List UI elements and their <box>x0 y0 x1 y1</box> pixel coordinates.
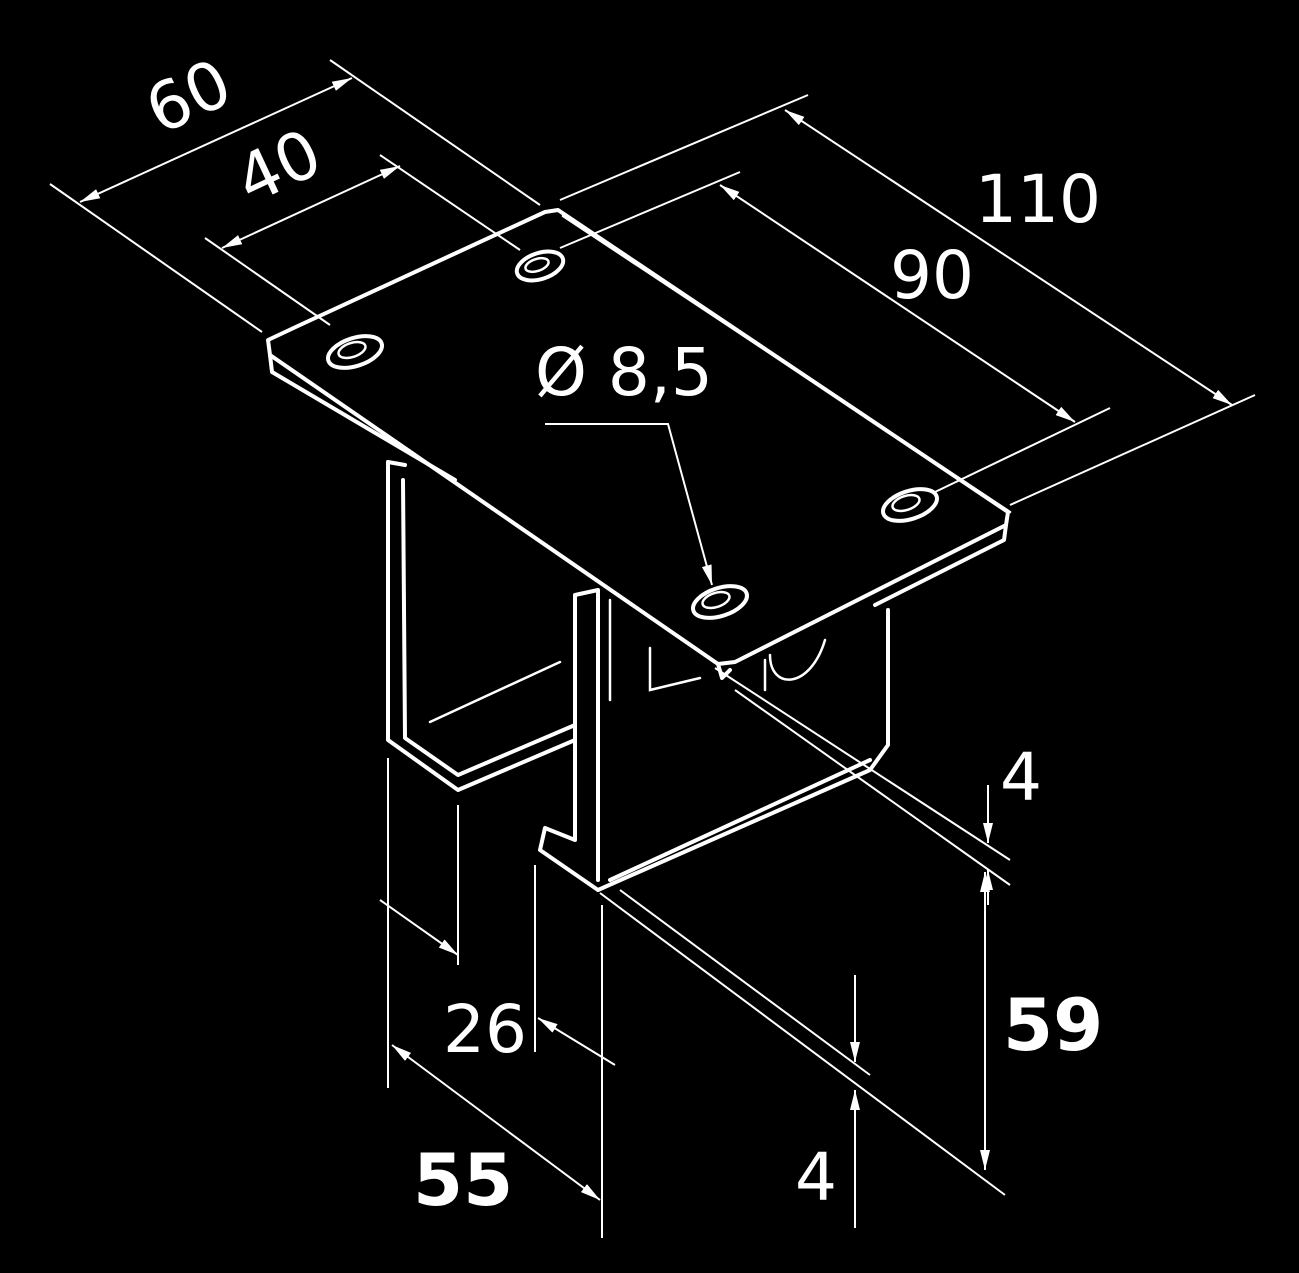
hole-3 <box>881 487 939 523</box>
dim-55-label: 55 <box>413 1138 513 1222</box>
plate-holes <box>326 249 939 620</box>
dimension-lines <box>49 59 1256 1238</box>
dim-flange-thickness-label: 4 <box>795 1139 837 1216</box>
dim-90-label: 90 <box>890 237 974 314</box>
channel-profile <box>386 460 890 892</box>
hole-1 <box>326 334 384 370</box>
dim-plate-thickness-label: 4 <box>1000 739 1042 816</box>
dim-110-label: 110 <box>975 161 1101 238</box>
dim-26-label: 26 <box>443 991 527 1068</box>
dim-60-label: 60 <box>134 44 243 149</box>
dim-hole-diameter-label: Ø 8,5 <box>535 334 713 411</box>
dim-59-label: 59 <box>1003 983 1103 1067</box>
hole-2 <box>514 249 566 283</box>
dimension-labels: 60 40 110 90 Ø 8,5 4 59 26 55 4 <box>134 44 1103 1222</box>
hole-4 <box>691 584 749 620</box>
